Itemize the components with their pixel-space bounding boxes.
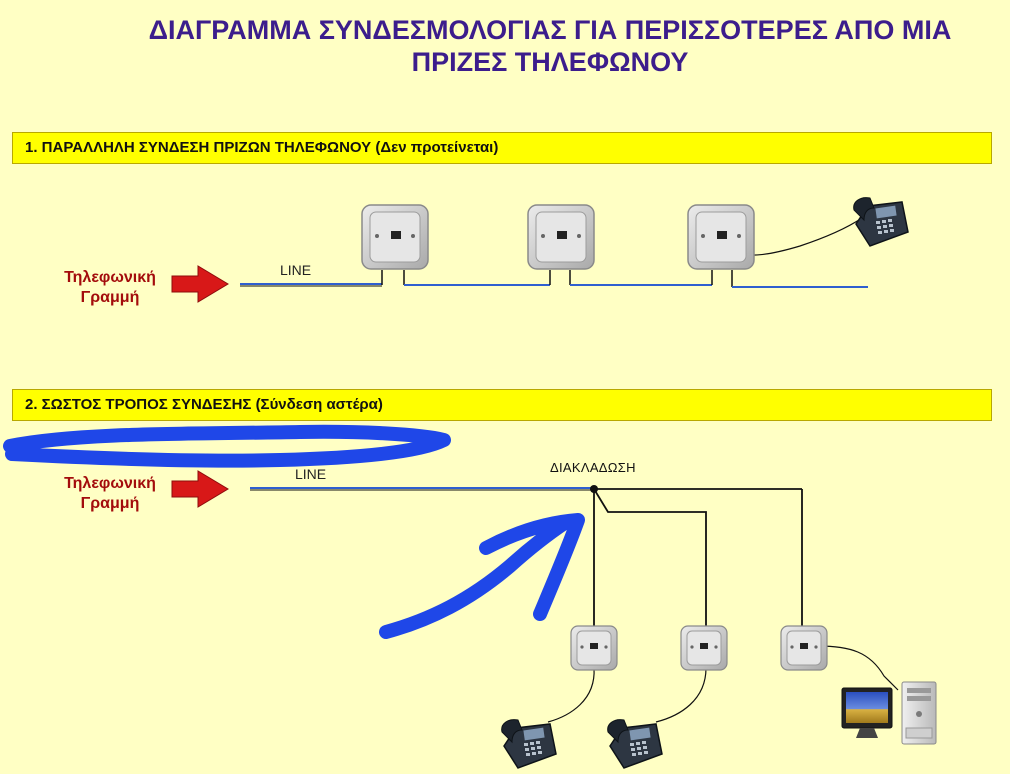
desk-phone-icon xyxy=(500,718,557,769)
section-2-wire-label: LINE xyxy=(295,466,327,482)
section-1-source-label: Τηλεφωνική Γραμμή xyxy=(40,268,180,308)
desk-phone-icon xyxy=(852,196,909,247)
red-arrow-icon xyxy=(171,470,229,508)
section-2-wiring xyxy=(250,485,899,723)
phone-socket-icon xyxy=(527,204,595,270)
phone-socket-icon xyxy=(680,625,728,671)
source-label-line-2: Γραμμή xyxy=(80,289,140,306)
desk-phone-icon xyxy=(606,718,663,769)
junction-label: ΔΙΑΚΛΑΔΩΣΗ xyxy=(550,460,636,475)
annotation-arrow xyxy=(379,513,585,639)
page-title-line-2: ΠΡΙΖΕΣ ΤΗΛΕΦΩΝΟΥ xyxy=(411,47,689,77)
phone-socket-icon xyxy=(361,204,429,270)
annotation-scribble xyxy=(3,424,451,468)
section-1-heading: 1. ΠΑΡΑΛΛΗΛΗ ΣΥΝΔΕΣΗ ΠΡΙΖΩΝ ΤΗΛΕΦΩΝΟΥ (Δ… xyxy=(12,132,992,164)
page-title-line-1: ΔΙΑΓΡΑΜΜΑ ΣΥΝΔΕΣΜΟΛΟΓΙΑΣ ΓΙΑ ΠΕΡΙΣΣΟΤΕΡΕ… xyxy=(148,15,952,45)
phone-socket-icon xyxy=(780,625,828,671)
source-label-line-1: Τηλεφωνική xyxy=(64,269,156,286)
source-label-line-2: Γραμμή xyxy=(80,495,140,512)
phone-socket-icon xyxy=(570,625,618,671)
junction-point xyxy=(590,485,598,493)
section-2-heading: 2. ΣΩΣΤΟΣ ΤΡΟΠΟΣ ΣΥΝΔΕΣΗΣ (Σύνδεση αστέρ… xyxy=(12,389,992,421)
section-2-source-label: Τηλεφωνική Γραμμή xyxy=(40,474,180,514)
section-1-wire-label: LINE xyxy=(280,262,312,278)
phone-socket-icon xyxy=(687,204,755,270)
desktop-computer-icon xyxy=(841,681,937,745)
source-label-line-1: Τηλεφωνική xyxy=(64,475,156,492)
red-arrow-icon xyxy=(171,265,229,303)
